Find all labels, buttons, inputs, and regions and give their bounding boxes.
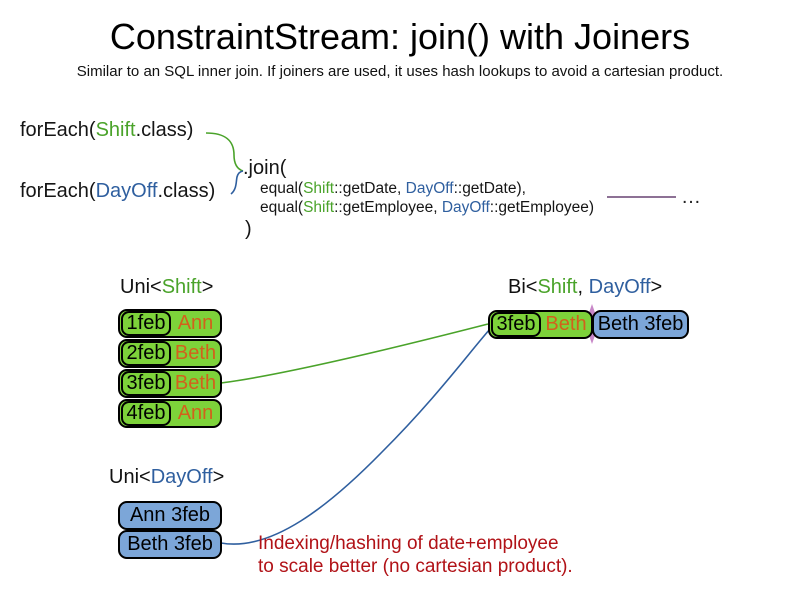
shift-employee-cell: Beth xyxy=(174,372,217,394)
dayoff-row-ann-3feb: Ann 3feb xyxy=(118,501,222,530)
code-text: equal( xyxy=(260,180,304,197)
slide-title: ConstraintStream: join() with Joiners xyxy=(109,16,691,57)
dayoff-class-token: DayOff xyxy=(441,199,490,216)
shift-class-token: Shift xyxy=(95,119,136,141)
dayoff-class-token: DayOff xyxy=(95,180,158,202)
code-join-open: .join( xyxy=(243,157,287,179)
bi-row-dayoff-part: Beth 3feb xyxy=(592,310,689,339)
dayoff-row-beth-3feb: Beth 3feb xyxy=(118,530,222,559)
shift-class-token: Shift xyxy=(537,276,578,298)
slide-subtitle: Similar to an SQL inner join. If joiners… xyxy=(76,63,724,80)
code-text: .class) xyxy=(135,119,194,141)
code-text: ::getDate, xyxy=(334,180,406,197)
code-text: equal( xyxy=(260,199,304,216)
code-text: forEach( xyxy=(20,180,96,202)
code-text: ::getEmployee) xyxy=(489,199,595,216)
label-text: > xyxy=(212,466,225,488)
dayoff-to-join-bracket xyxy=(230,170,244,195)
shift-class-token: Shift xyxy=(161,276,202,298)
code-text: ::getEmployee, xyxy=(334,199,442,216)
dayoff-class-token: DayOff xyxy=(588,276,651,298)
dayoff-to-bi-connector xyxy=(220,328,491,545)
bi-row-shift-part: 3feb Beth xyxy=(488,310,593,339)
indexing-note-line1: Indexing/hashing of date+employee xyxy=(258,533,559,554)
shift-date-cell: 2feb xyxy=(121,341,171,366)
dayoff-class-token: DayOff xyxy=(405,180,454,197)
shift-employee-cell: Ann xyxy=(177,402,214,424)
code-text: .class) xyxy=(157,180,216,202)
shift-row-1feb-ann: 1feb Ann xyxy=(118,309,222,338)
code-foreach-dayoff: forEach(DayOff.class) xyxy=(20,180,215,203)
code-equal-date: equal(Shift::getDate, DayOff::getDate), xyxy=(260,180,526,198)
shift-row-3feb-beth: 3feb Beth xyxy=(118,369,222,398)
shift-employee-cell: Beth xyxy=(174,342,217,364)
label-text: Uni< xyxy=(109,466,151,488)
uni-shift-label: Uni<Shift> xyxy=(120,276,213,299)
shift-row-2feb-beth: 2feb Beth xyxy=(118,339,222,368)
shift-date-cell: 3feb xyxy=(121,371,171,396)
label-text: , xyxy=(577,276,589,298)
shift-to-join-bracket xyxy=(205,132,244,172)
bi-label: Bi<Shift, DayOff> xyxy=(508,276,662,299)
shift-employee-cell: Ann xyxy=(177,312,214,334)
code-join-close: ) xyxy=(245,218,252,240)
shift-class-token: Shift xyxy=(303,199,335,216)
bi-shift-date-cell: 3feb xyxy=(491,312,541,337)
code-equal-employee: equal(Shift::getEmployee, DayOff::getEmp… xyxy=(260,199,594,217)
shift-date-cell: 1feb xyxy=(121,311,171,336)
label-text: Uni< xyxy=(120,276,162,298)
code-text: forEach( xyxy=(20,119,96,141)
shift-class-token: Shift xyxy=(303,180,335,197)
label-text: Bi< xyxy=(508,276,538,298)
bi-shift-employee-cell: Beth xyxy=(545,313,587,335)
code-text: ::getDate), xyxy=(453,180,526,197)
label-text: > xyxy=(201,276,214,298)
code-foreach-shift: forEach(Shift.class) xyxy=(20,119,193,142)
label-text: > xyxy=(650,276,663,298)
dayoff-class-token: DayOff xyxy=(150,466,213,488)
uni-dayoff-label: Uni<DayOff> xyxy=(109,466,224,489)
shift-date-cell: 4feb xyxy=(121,401,171,426)
shift-row-4feb-ann: 4feb Ann xyxy=(118,399,222,428)
indexing-note-line2: to scale better (no cartesian product). xyxy=(258,556,573,577)
more-joiners-ellipsis: … xyxy=(681,186,702,208)
shift-to-bi-connector xyxy=(220,323,489,384)
